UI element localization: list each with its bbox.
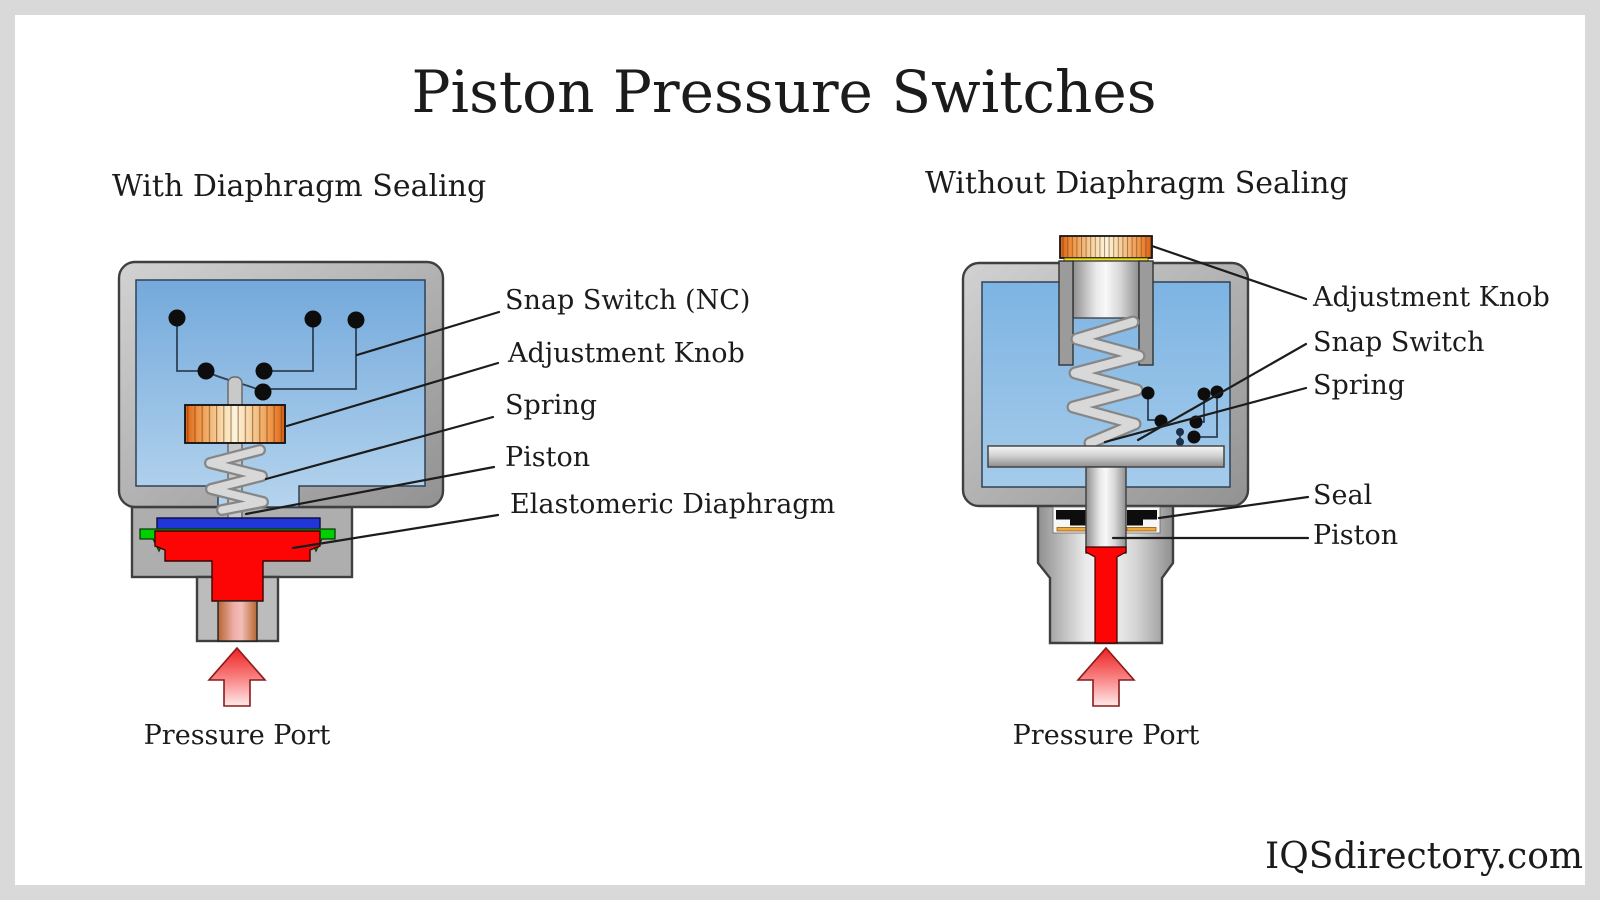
left-switch-wire-1 bbox=[176, 324, 206, 372]
right-leader-adjustment-knob bbox=[1150, 244, 1308, 301]
right-gap-dot bbox=[1176, 438, 1184, 446]
right-adjustment-knob bbox=[1059, 235, 1153, 264]
right-leader-snap-switch bbox=[1136, 342, 1308, 442]
left-label-adjustment-knob: Adjustment Knob bbox=[507, 338, 745, 369]
right-leader-seal bbox=[1157, 495, 1310, 520]
right-label-seal: Seal bbox=[1313, 480, 1372, 511]
page-title: Piston Pressure Switches bbox=[412, 58, 1157, 126]
right-leader-spring bbox=[1103, 386, 1308, 444]
right-contact-dot bbox=[1197, 387, 1211, 401]
left-switch-wire-2 bbox=[264, 325, 314, 372]
right-spring bbox=[1066, 315, 1146, 450]
left-leader-adjustment-knob bbox=[285, 361, 500, 428]
left-contact-dot bbox=[197, 362, 215, 380]
right-pressure-bore bbox=[1085, 546, 1127, 644]
left-leader-snap-switch bbox=[355, 310, 501, 357]
right-seal-right bbox=[1127, 510, 1157, 520]
left-chamber bbox=[135, 279, 426, 508]
left-label-diaphragm: Elastomeric Diaphragm bbox=[510, 489, 835, 520]
right-spring-follower bbox=[1072, 260, 1140, 319]
right-spring-coil bbox=[1068, 317, 1144, 448]
left-knob-knurling bbox=[185, 405, 285, 443]
right-piston bbox=[1085, 466, 1127, 554]
left-spring-coil bbox=[206, 446, 267, 514]
left-label-snap-switch: Snap Switch (NC) bbox=[505, 285, 750, 316]
right-pressure-arrow-icon bbox=[1076, 646, 1136, 707]
left-contact-dot bbox=[347, 311, 365, 329]
right-diagram-without-diaphragm: Without Diaphragm Sealing bbox=[925, 166, 1550, 751]
right-switch-wire-3 bbox=[1195, 396, 1218, 438]
right-contact-dot bbox=[1187, 430, 1201, 444]
left-contact-dot bbox=[254, 383, 272, 401]
left-pressure-port-label: Pressure Port bbox=[144, 720, 331, 751]
left-piston-assembly bbox=[154, 530, 321, 602]
left-contact-dot bbox=[304, 310, 322, 328]
left-subtitle: With Diaphragm Sealing bbox=[112, 169, 486, 204]
left-label-piston: Piston bbox=[505, 442, 590, 473]
right-pressure-port-label: Pressure Port bbox=[1013, 720, 1200, 751]
left-pressure-arrow-icon bbox=[207, 646, 267, 707]
left-leader-piston bbox=[244, 465, 496, 516]
right-seal-left bbox=[1056, 510, 1086, 520]
right-seal-step-left bbox=[1070, 519, 1086, 526]
right-seal-step-right bbox=[1127, 519, 1143, 526]
right-knob-knurling bbox=[1060, 236, 1152, 258]
left-contact-dot bbox=[255, 362, 273, 380]
left-contact-dot bbox=[168, 309, 186, 327]
left-pressure-port-bore bbox=[217, 600, 258, 642]
right-label-adjustment-knob: Adjustment Knob bbox=[1312, 282, 1550, 313]
right-contact-dot bbox=[1141, 386, 1155, 400]
right-label-piston: Piston bbox=[1313, 520, 1398, 551]
left-spring bbox=[204, 444, 269, 516]
right-sleeve-wall-right bbox=[1138, 260, 1154, 366]
right-sleeve-wall-left bbox=[1058, 260, 1074, 366]
left-label-spring: Spring bbox=[505, 390, 597, 421]
right-backup-ring-left bbox=[1056, 527, 1087, 532]
left-leader-diaphragm bbox=[291, 513, 500, 550]
right-spring-plate bbox=[987, 445, 1225, 468]
right-subtitle: Without Diaphragm Sealing bbox=[925, 166, 1349, 201]
left-diagram-with-diaphragm: With Diaphragm Sealing bbox=[112, 169, 835, 751]
left-adjustment-knob bbox=[184, 404, 286, 444]
right-label-snap-switch: Snap Switch bbox=[1313, 327, 1484, 358]
watermark: IQSdirectory.com bbox=[1265, 836, 1583, 877]
left-leader-spring bbox=[264, 415, 495, 481]
left-knob-outline bbox=[184, 404, 286, 444]
left-switch-wire-3 bbox=[264, 326, 357, 390]
right-contact-dot bbox=[1210, 385, 1224, 399]
right-label-spring: Spring bbox=[1313, 370, 1405, 401]
right-backup-ring-right bbox=[1126, 527, 1157, 532]
right-gap-dot bbox=[1176, 428, 1184, 436]
